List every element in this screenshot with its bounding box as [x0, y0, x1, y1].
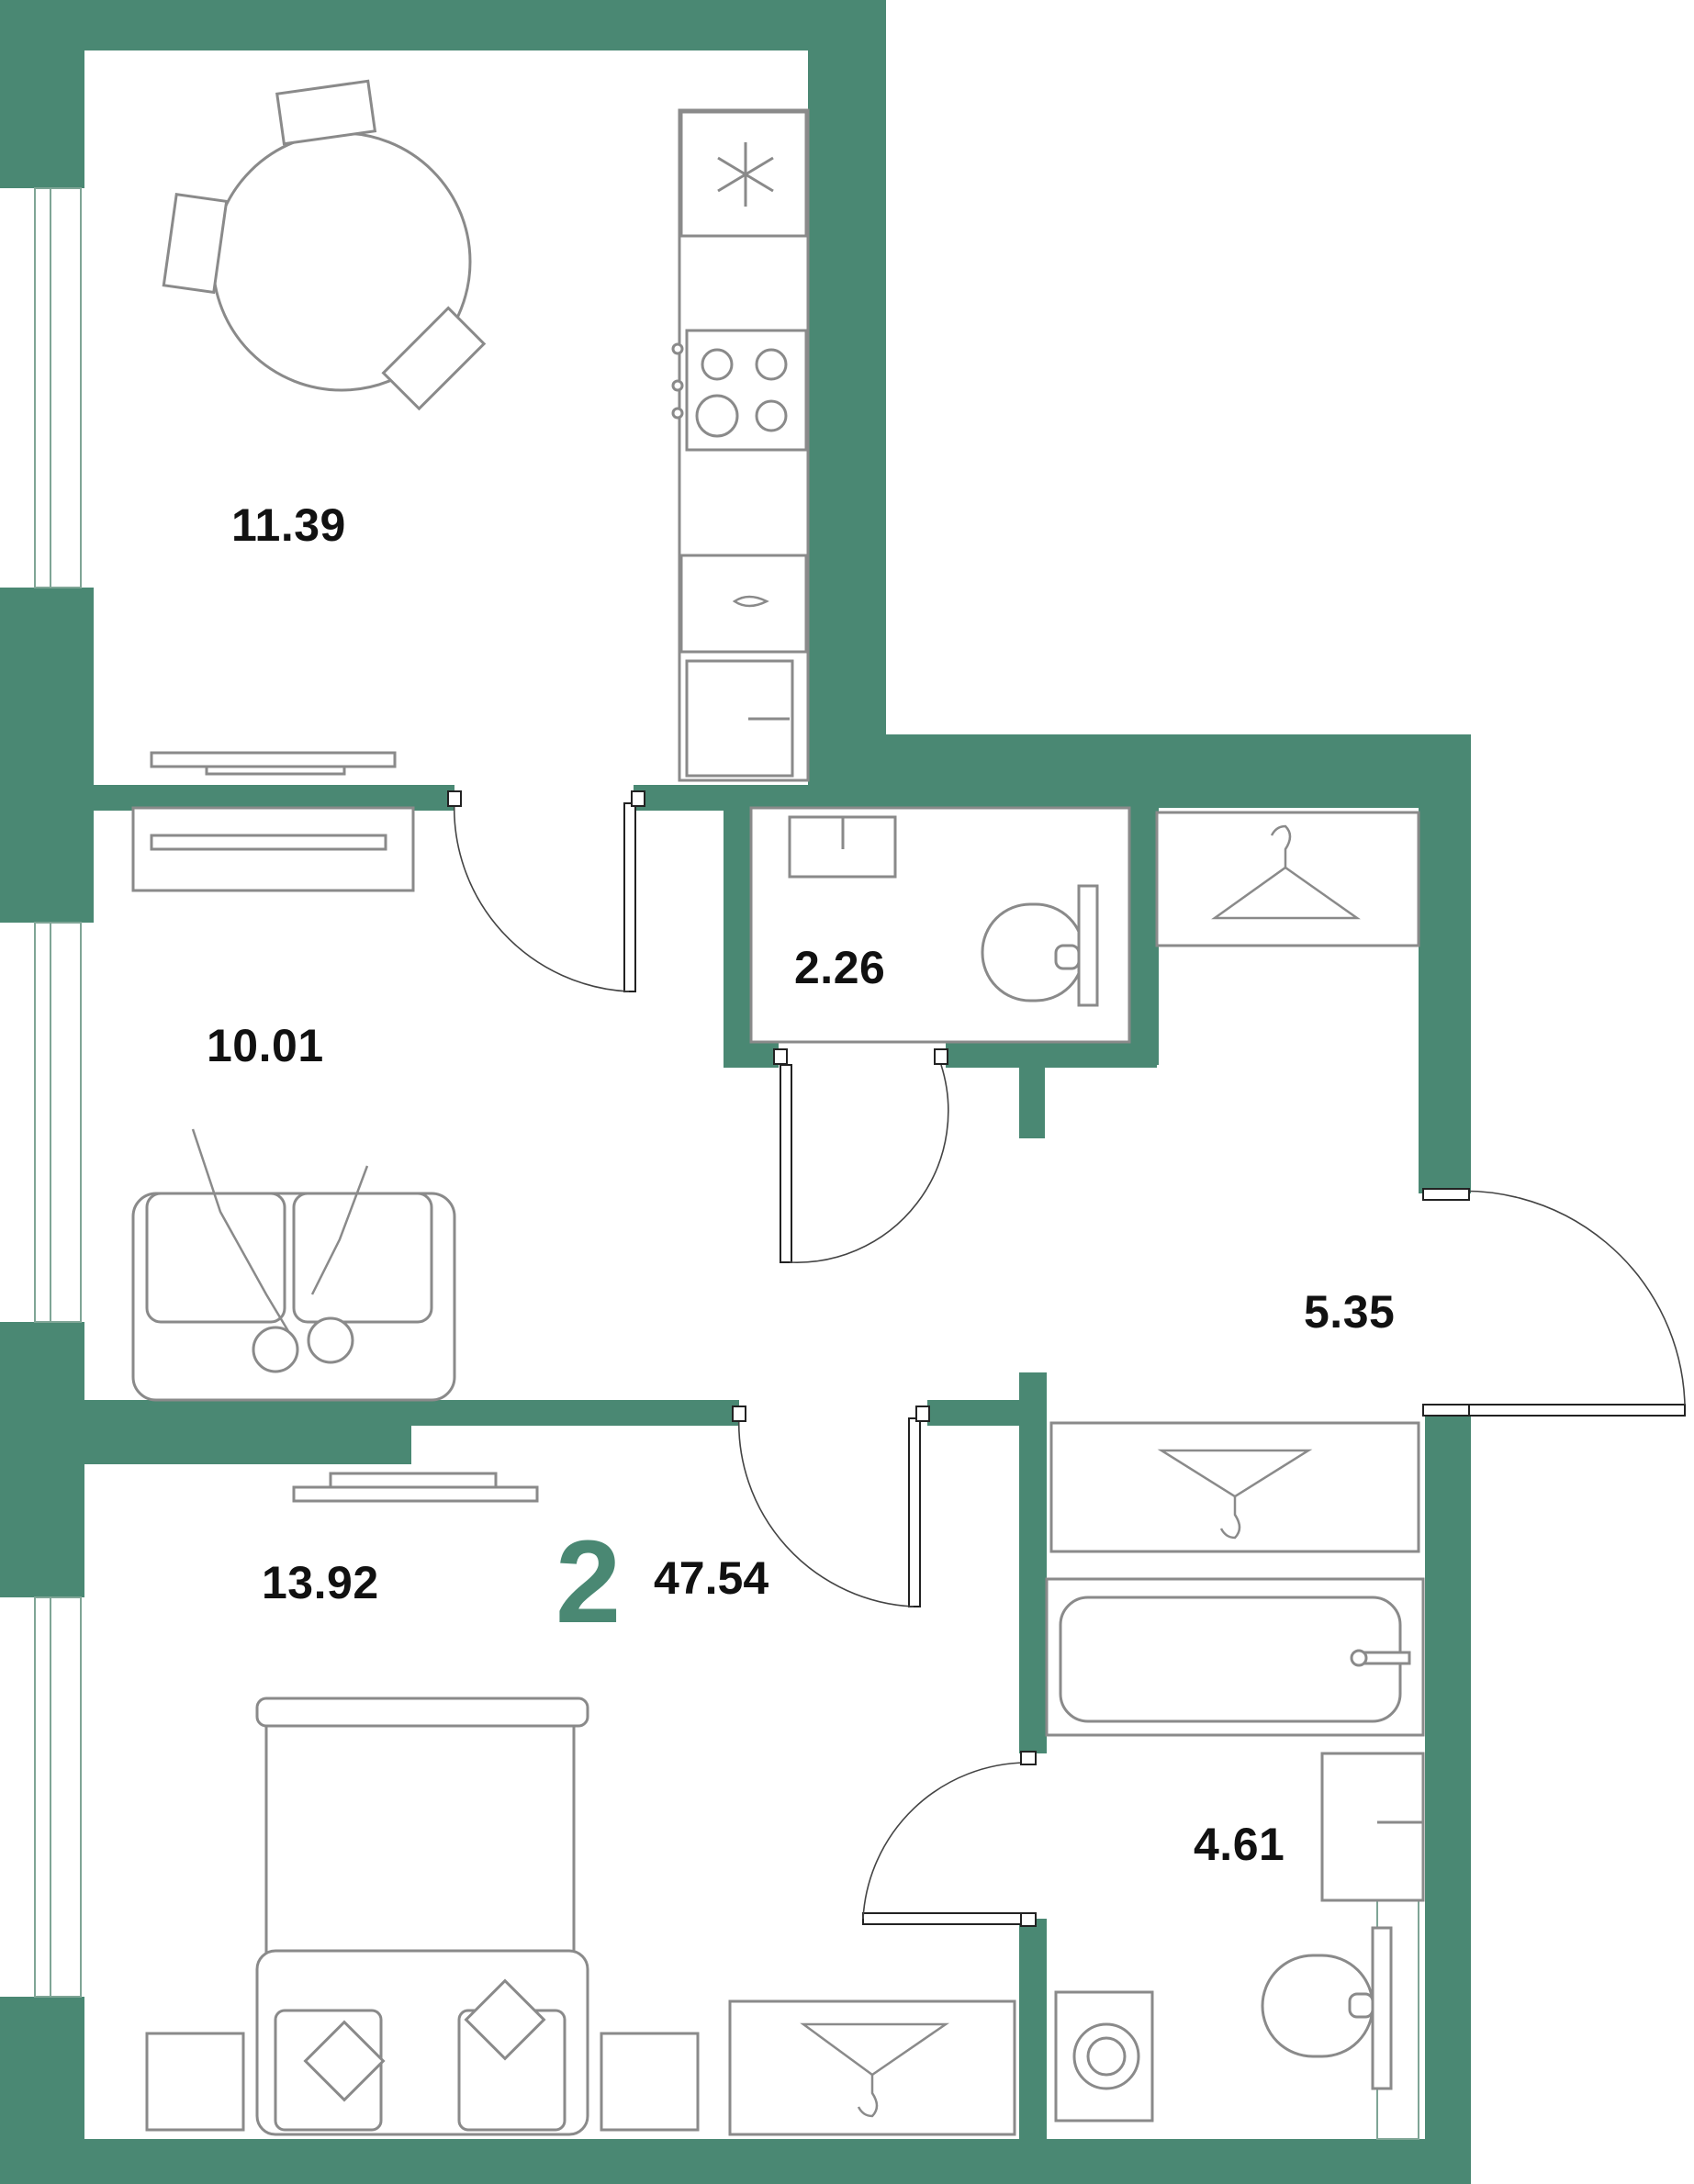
- hanger-icon: [1049, 1421, 1420, 1553]
- bathtub-icon: [1045, 1577, 1425, 1737]
- bedroom-area-label: 13.92: [262, 1557, 379, 1608]
- hanger-icon: [728, 1999, 1016, 2136]
- walls: [0, 0, 1471, 2184]
- toilet-area-label: 2.26: [794, 942, 886, 993]
- toilet-icon: [981, 884, 1099, 1007]
- hanger-icon: [1155, 811, 1420, 947]
- hallway-area-label: 5.35: [1304, 1286, 1396, 1338]
- bathroom-furniture: [1045, 1577, 1425, 2122]
- bathroom-area-label: 4.61: [1194, 1819, 1285, 1870]
- stove-icon: [671, 329, 808, 452]
- snowflake-icon: [679, 110, 808, 238]
- rooms-count: 2: [555, 1517, 622, 1648]
- sofa-icon: [131, 1128, 456, 1402]
- total-area: 47.54: [654, 1552, 769, 1604]
- kitchen-area-label: 11.39: [231, 499, 346, 551]
- toilet-icon: [1261, 1926, 1393, 2090]
- bedroom-furniture: [145, 1472, 1016, 2136]
- dining-table-icon: [162, 79, 487, 411]
- sink-icon: [788, 815, 897, 879]
- living-room-area-label: 10.01: [207, 1020, 324, 1071]
- tv-icon: [292, 1472, 539, 1503]
- doors: [447, 790, 1686, 1927]
- sink-icon: [1320, 1752, 1425, 1902]
- living-furniture: [131, 751, 456, 1402]
- tv-icon: [150, 751, 397, 776]
- kitchen-furniture: [162, 79, 810, 782]
- bed-icon: [255, 1697, 589, 2136]
- washing-machine-icon: [1054, 1990, 1154, 2122]
- toilet-room-furniture: [749, 806, 1131, 1044]
- sink-icon: [685, 659, 794, 778]
- hallway-furniture: [1049, 811, 1420, 1553]
